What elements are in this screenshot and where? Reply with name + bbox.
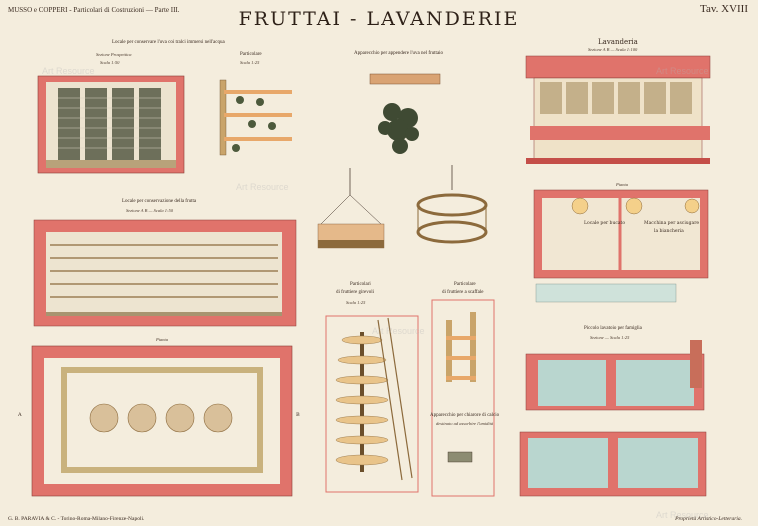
fig11-caption: Apparecchio per chiarore di calcio <box>430 413 500 418</box>
section-mark-a: A <box>18 412 22 418</box>
watermark: Art Resource <box>372 326 425 336</box>
series-header: MUSSO e COPPERI - Particolari di Costruz… <box>8 6 180 14</box>
fruit-store-section-figure <box>33 219 297 327</box>
laundry-plan-figure <box>533 189 709 303</box>
fig5-scale: Sezione A B — Scala 1:50 <box>126 208 173 213</box>
publisher-footer: G. B. PARAVIA & C. - Torino-Roma-Milano-… <box>8 516 145 522</box>
fig9-room1: Locale per bucato <box>584 221 626 226</box>
fig4-scale: Sezione A B — Scala 1:100 <box>588 47 638 52</box>
plate-number: Tav. XVIII <box>700 3 748 15</box>
fig7-caption: Particolari <box>350 282 371 287</box>
section-mark-b: B <box>296 412 300 418</box>
plate-title: FRUTTAI - LAVANDERIE <box>238 8 520 30</box>
fig10-scale: Sezione — Scala 1:25 <box>590 335 630 340</box>
fig1-caption: Locale per conservare l'uva coi tralci i… <box>112 40 225 45</box>
fig4-caption: Lavanderia <box>598 38 638 46</box>
fig7-scale: Scala 1:25 <box>346 300 366 305</box>
fig10-caption: Piccolo lavatoio per famiglia <box>584 326 642 331</box>
revolving-fruit-stand-figure <box>325 315 419 493</box>
fig3-caption: Apparecchio per appendere l'uva nel frut… <box>354 51 444 56</box>
grape-room-section-figure <box>37 75 185 174</box>
fig2-scale: Scala 1:25 <box>240 60 260 65</box>
fig9-caption: Pianta <box>616 182 628 187</box>
watermark: Art Resource <box>656 510 709 520</box>
fruit-store-plan-figure <box>31 345 293 497</box>
fruit-shelf-detail-figure <box>431 299 495 497</box>
grape-hanger-figure <box>369 73 441 154</box>
fig7-subcaption: di fruttiere girevoli <box>336 290 375 295</box>
rights-footer: Proprietà Artistico-Letteraria. <box>675 516 742 522</box>
grape-rack-detail-figure <box>219 79 292 156</box>
fig11-subcaption: destinato ad assorbire l'umidità <box>436 421 494 426</box>
hanging-tray-figure <box>317 168 385 249</box>
fig8-caption: Particolare <box>454 282 476 287</box>
watermark: Art Resource <box>656 66 709 76</box>
fig9-room2: Macchina per asciugare <box>644 221 700 226</box>
watermark: Art Resource <box>42 66 95 76</box>
fig2-caption: Particolare <box>240 52 262 57</box>
round-hanging-tray-figure <box>416 165 488 244</box>
fig9-room3: la biancheria <box>654 229 684 234</box>
fig5-caption: Locale per conservazione della frutta <box>122 199 197 204</box>
fig6-caption: Pianta <box>156 337 168 342</box>
watermark: Art Resource <box>236 182 289 192</box>
fig1-section: Sezione Prospettica <box>96 52 132 57</box>
laundry-elevation-figure <box>525 55 711 164</box>
wash-tub-section-figure <box>519 340 707 497</box>
fig8-subcaption: di fruttiere a scaffale <box>442 290 484 295</box>
fig1-scale: Scala 1:50 <box>100 60 120 65</box>
